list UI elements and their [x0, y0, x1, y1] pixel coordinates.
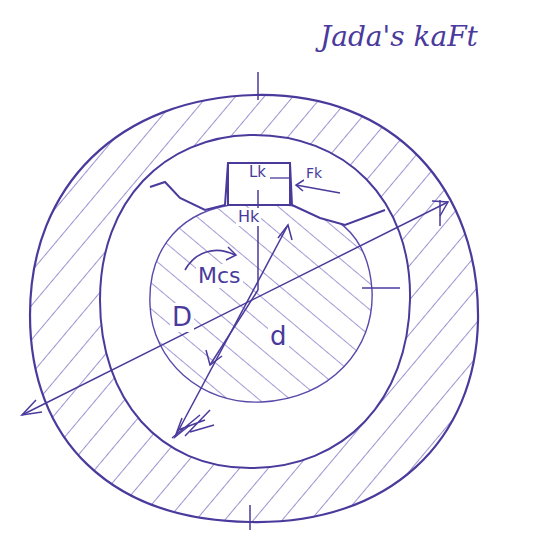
title-note: Jada's kaFt	[318, 22, 480, 53]
moment-label: Mcs	[196, 264, 243, 288]
force-label: Fk	[304, 166, 324, 181]
dimension-label: D	[170, 303, 194, 332]
dimension-label: d	[268, 322, 289, 351]
dimension-label: Lk	[247, 164, 268, 181]
dimension-label: Hk	[236, 208, 261, 226]
